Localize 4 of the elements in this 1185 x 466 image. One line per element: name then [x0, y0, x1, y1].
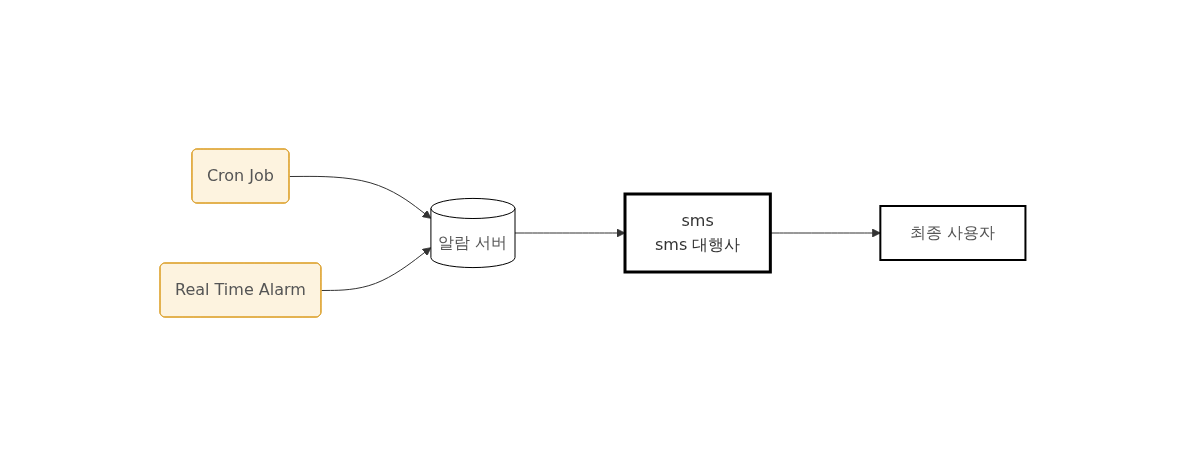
arrow — [320, 247, 432, 291]
node-box: sms sms 대행사 — [623, 192, 772, 274]
node-box: 최종 사용자 — [879, 205, 1027, 261]
arrow — [288, 175, 432, 219]
